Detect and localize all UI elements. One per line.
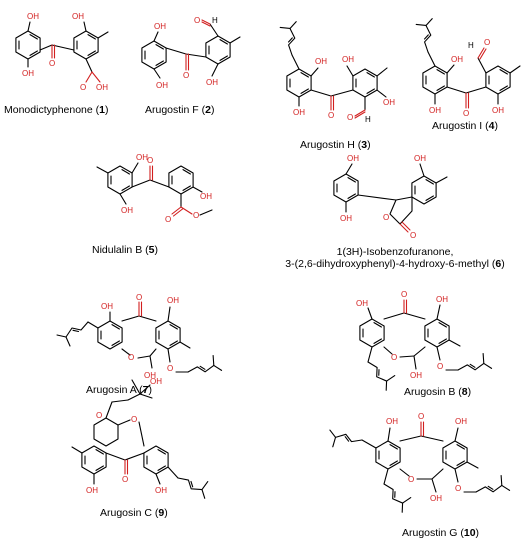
- svg-text:O: O: [437, 362, 443, 371]
- caption-arugostin-f: Arugostin F (2): [145, 104, 215, 116]
- svg-text:OH: OH: [121, 206, 133, 215]
- caption-isobenzofuranone: 1(3H)-Isobenzofuranone, 3-(2,6-dihydroxy…: [270, 246, 520, 270]
- svg-text:OH: OH: [386, 417, 398, 426]
- svg-text:O: O: [136, 293, 142, 302]
- structure-isobenzofuranone: O O OH OH OH: [333, 154, 448, 240]
- caption-arugosin-a: Arugosin A (7): [86, 384, 152, 396]
- svg-text:O: O: [167, 364, 173, 373]
- svg-text:OH: OH: [430, 494, 442, 503]
- svg-text:OH: OH: [340, 214, 352, 223]
- svg-text:O: O: [408, 475, 414, 484]
- structure-arugostin-f: O OH OH O H OH: [141, 16, 241, 90]
- structure-arugostin-g: O O OH OH OH O: [322, 412, 514, 516]
- svg-text:OH: OH: [101, 302, 113, 311]
- svg-text:OH: OH: [72, 12, 84, 21]
- caption-nidulalin-b: Nidulalin B (5): [92, 244, 158, 256]
- svg-text:OH: OH: [347, 154, 359, 163]
- svg-text:OH: OH: [206, 78, 218, 87]
- svg-text:OH: OH: [144, 371, 156, 380]
- svg-text:O: O: [193, 211, 199, 220]
- svg-text:O: O: [418, 412, 424, 421]
- structure-arugostin-h: O OH OH OH O H OH: [270, 15, 395, 124]
- svg-text:O: O: [165, 215, 171, 224]
- svg-text:O: O: [131, 415, 137, 424]
- svg-text:O: O: [455, 484, 461, 493]
- caption-arugostin-h: Arugostin H (3): [300, 139, 371, 151]
- svg-text:OH: OH: [451, 55, 463, 64]
- svg-text:O: O: [463, 109, 469, 118]
- svg-text:OH: OH: [136, 153, 148, 162]
- svg-text:OH: OH: [342, 55, 354, 64]
- svg-text:O: O: [328, 111, 334, 120]
- svg-text:O: O: [49, 59, 55, 68]
- svg-text:OH: OH: [154, 22, 166, 31]
- caption-isobenzofuranone-line2: 3-(2,6-dihydroxyphenyl)-4-hydroxy-6-meth…: [285, 258, 505, 270]
- svg-text:OH: OH: [436, 295, 448, 304]
- svg-text:O: O: [401, 290, 407, 299]
- structure-arugosin-c: O O OH O OH OH: [71, 377, 215, 506]
- svg-text:O: O: [194, 16, 200, 25]
- structure-nidulalin-b: O OH OH OH O O: [96, 153, 213, 224]
- svg-text:O: O: [96, 411, 102, 420]
- caption-arugosin-b: Arugosin B (8): [404, 386, 472, 398]
- svg-text:OH: OH: [293, 108, 305, 117]
- svg-text:OH: OH: [200, 192, 212, 201]
- caption-monodictyphenone: Monodictyphenone (1): [4, 104, 109, 116]
- svg-text:O: O: [391, 353, 397, 362]
- caption-arugostin-g: Arugostin G (10): [402, 527, 480, 539]
- svg-text:O: O: [147, 156, 153, 165]
- svg-text:H: H: [365, 115, 371, 124]
- svg-text:O: O: [347, 113, 353, 122]
- svg-text:OH: OH: [455, 417, 467, 426]
- svg-text:O: O: [183, 71, 189, 80]
- svg-text:O: O: [484, 38, 490, 47]
- svg-text:H: H: [468, 41, 474, 50]
- svg-text:O: O: [383, 213, 389, 222]
- svg-text:OH: OH: [156, 81, 168, 90]
- svg-text:OH: OH: [167, 296, 179, 305]
- svg-text:OH: OH: [356, 299, 368, 308]
- svg-text:O: O: [410, 231, 416, 240]
- svg-text:OH: OH: [383, 98, 395, 107]
- structure-arugosin-a: O O OH OH OH O: [56, 293, 226, 384]
- structure-arugostin-i: O OH OH O H OH: [406, 12, 521, 118]
- svg-text:O: O: [128, 353, 134, 362]
- svg-text:OH: OH: [150, 377, 162, 386]
- svg-text:O: O: [122, 475, 128, 484]
- svg-text:H: H: [212, 16, 218, 25]
- caption-arugosin-c: Arugosin C (9): [100, 507, 168, 519]
- svg-text:O: O: [80, 83, 86, 92]
- svg-text:OH: OH: [96, 83, 108, 92]
- structure-arugosin-b: O O OH OH OH O: [356, 290, 496, 394]
- svg-text:OH: OH: [429, 106, 441, 115]
- svg-text:OH: OH: [315, 57, 327, 66]
- structure-monodictyphenone: O OH OH OH O OH: [15, 12, 109, 92]
- svg-text:OH: OH: [414, 154, 426, 163]
- svg-text:OH: OH: [86, 486, 98, 495]
- svg-text:OH: OH: [27, 12, 39, 21]
- caption-arugostin-i: Arugostin I (4): [432, 120, 498, 132]
- svg-text:OH: OH: [492, 106, 504, 115]
- svg-text:OH: OH: [410, 371, 422, 380]
- caption-isobenzofuranone-line1: 1(3H)-Isobenzofuranone,: [336, 246, 454, 258]
- svg-text:OH: OH: [22, 69, 34, 78]
- svg-text:OH: OH: [155, 486, 167, 495]
